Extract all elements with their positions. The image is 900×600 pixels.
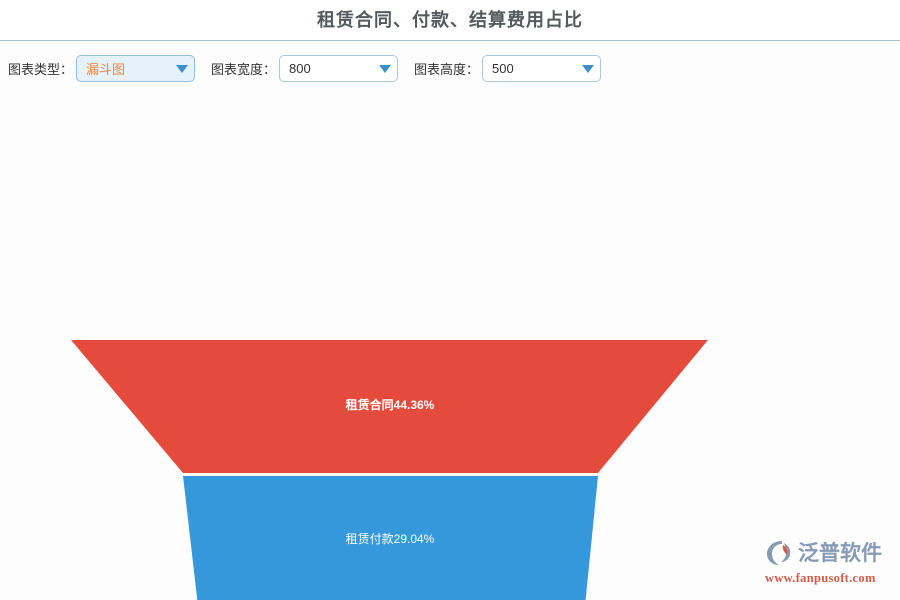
page-header: 租赁合同、付款、结算费用占比 (0, 0, 900, 41)
chart-width-label: 图表宽度： (211, 62, 277, 77)
chart-height-value: 500 (492, 61, 514, 76)
page-title: 租赁合同、付款、结算费用占比 (317, 10, 583, 30)
funnel-segment-label: 租赁合同44.36% (346, 397, 435, 412)
chart-type-field: 图表类型： 漏斗图 (8, 55, 196, 82)
funnel-segment[interactable]: 租赁合同44.36% (71, 340, 708, 473)
watermark-logo: 泛普软件 www.fanpusoft.com (765, 536, 895, 592)
funnel-segment[interactable]: 租赁付款29.04% (183, 476, 598, 600)
chevron-down-icon[interactable] (176, 64, 189, 73)
chart-type-select[interactable]: 漏斗图 (76, 55, 196, 82)
funnel-chart: 租赁合同44.36%租赁付款29.04%租赁结算26.6% (71, 340, 708, 600)
funnel-segment-shape[interactable] (71, 340, 708, 473)
chart-height-select[interactable]: 500 (482, 55, 602, 82)
chart-width-select[interactable]: 800 (279, 55, 399, 82)
watermark-url-text: www.fanpusoft.com (765, 571, 876, 585)
funnel-segment-label: 租赁付款29.04% (346, 532, 435, 546)
watermark-brand-row: 泛普软件 (765, 536, 882, 570)
funnel-segment-shape[interactable] (183, 476, 598, 600)
chevron-down-icon[interactable] (379, 64, 392, 73)
chevron-down-icon[interactable] (582, 64, 595, 73)
chart-type-value: 漏斗图 (86, 62, 126, 77)
chart-width-field: 图表宽度： 800 (211, 55, 399, 82)
chart-type-label: 图表类型： (8, 62, 74, 77)
chart-height-label: 图表高度： (414, 62, 480, 77)
funnel-chart-area: 租赁合同44.36%租赁付款29.04%租赁结算26.6% (0, 96, 900, 600)
chart-width-value: 800 (289, 61, 311, 76)
watermark-brand-text: 泛普软件 (798, 541, 882, 565)
fanpu-logo-icon (765, 539, 795, 567)
chart-height-field: 图表高度： 500 (414, 55, 602, 82)
chart-options-toolbar: 图表类型： 漏斗图 图表宽度： 800 图表高度： 500 (0, 41, 900, 96)
